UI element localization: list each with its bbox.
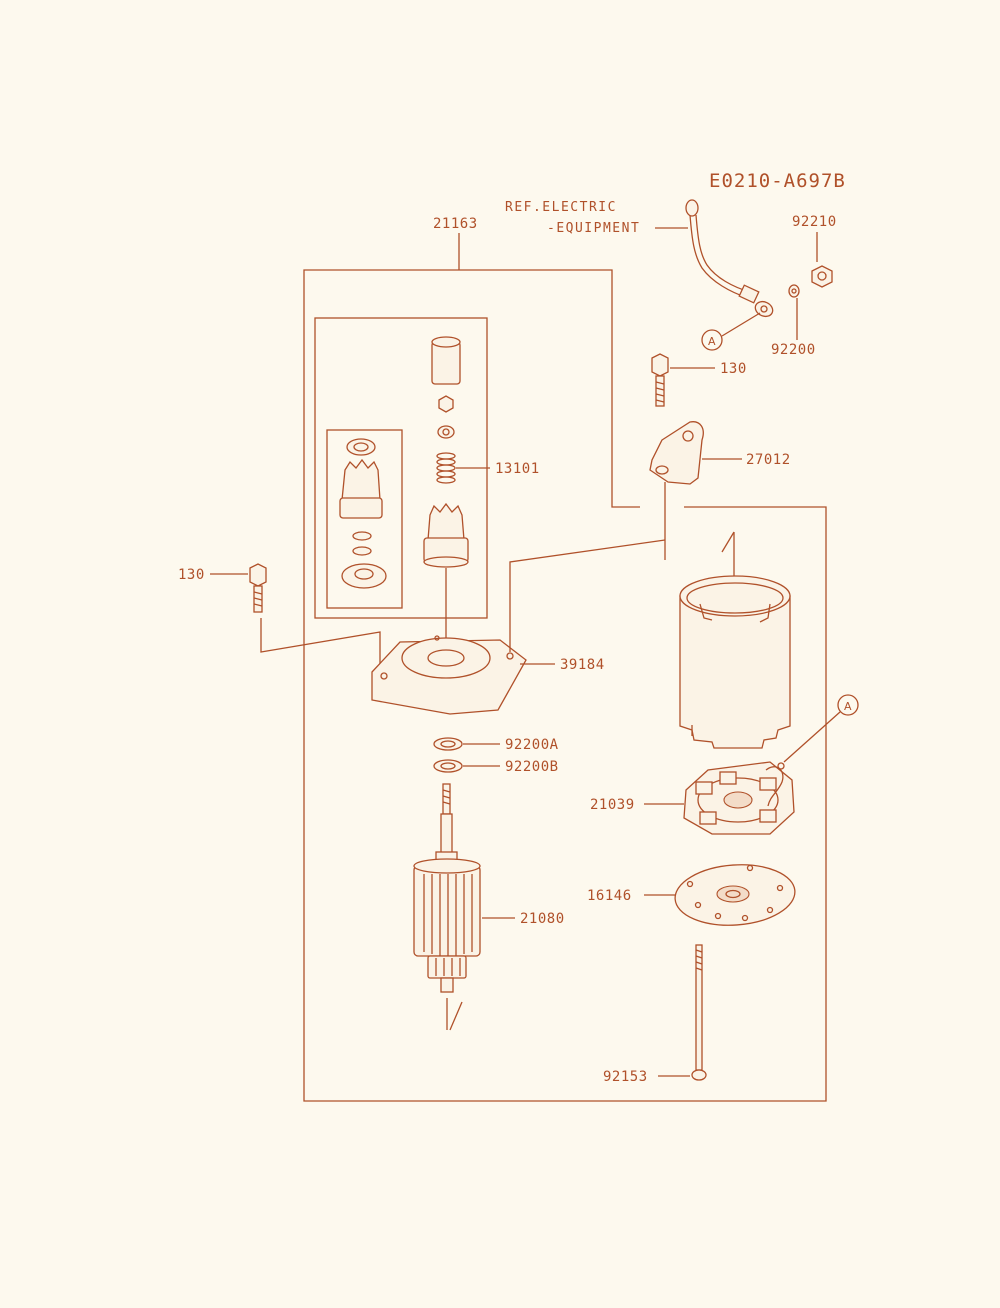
washer-92200a	[433, 737, 500, 751]
plate-16146	[644, 864, 796, 926]
svg-text:A: A	[708, 335, 716, 348]
label-39184: 39184	[560, 657, 605, 673]
label-130-top: 130	[720, 361, 747, 377]
nut-92210	[811, 232, 833, 288]
end-cover-39184	[371, 539, 666, 715]
washer-92200	[788, 284, 800, 340]
bolt-130-top	[651, 353, 715, 407]
label-16146: 16146	[587, 888, 632, 904]
yoke-housing	[679, 531, 791, 749]
svg-text:A: A	[844, 700, 852, 713]
through-bolt-92153	[658, 944, 707, 1081]
drive-kit-13101	[423, 336, 490, 650]
label-21163: 21163	[433, 216, 478, 232]
reference-line-2: -EQUIPMENT	[547, 221, 640, 236]
label-92200a: 92200A	[505, 737, 559, 753]
bracket-27012	[649, 421, 742, 560]
label-92200b: 92200B	[505, 759, 559, 775]
callout-a-cable: A	[701, 312, 761, 351]
label-27012: 27012	[746, 452, 791, 468]
label-92210: 92210	[792, 214, 837, 230]
label-13101: 13101	[495, 461, 540, 477]
label-21039: 21039	[590, 797, 635, 813]
bolt-130-left	[210, 563, 381, 672]
battery-cable	[655, 199, 774, 318]
callout-a-brush: A	[783, 694, 859, 763]
washer-92200b	[433, 759, 500, 773]
diagram-code: E0210-A697B	[709, 170, 846, 192]
brush-holder-21039	[644, 761, 795, 835]
armature-21080	[413, 783, 515, 1031]
label-92200: 92200	[771, 342, 816, 358]
label-130-left: 130	[178, 567, 205, 583]
label-92153: 92153	[603, 1069, 648, 1085]
drive-subkit	[339, 438, 387, 589]
reference-line-1: REF.ELECTRIC	[505, 200, 617, 215]
label-21080: 21080	[520, 911, 565, 927]
